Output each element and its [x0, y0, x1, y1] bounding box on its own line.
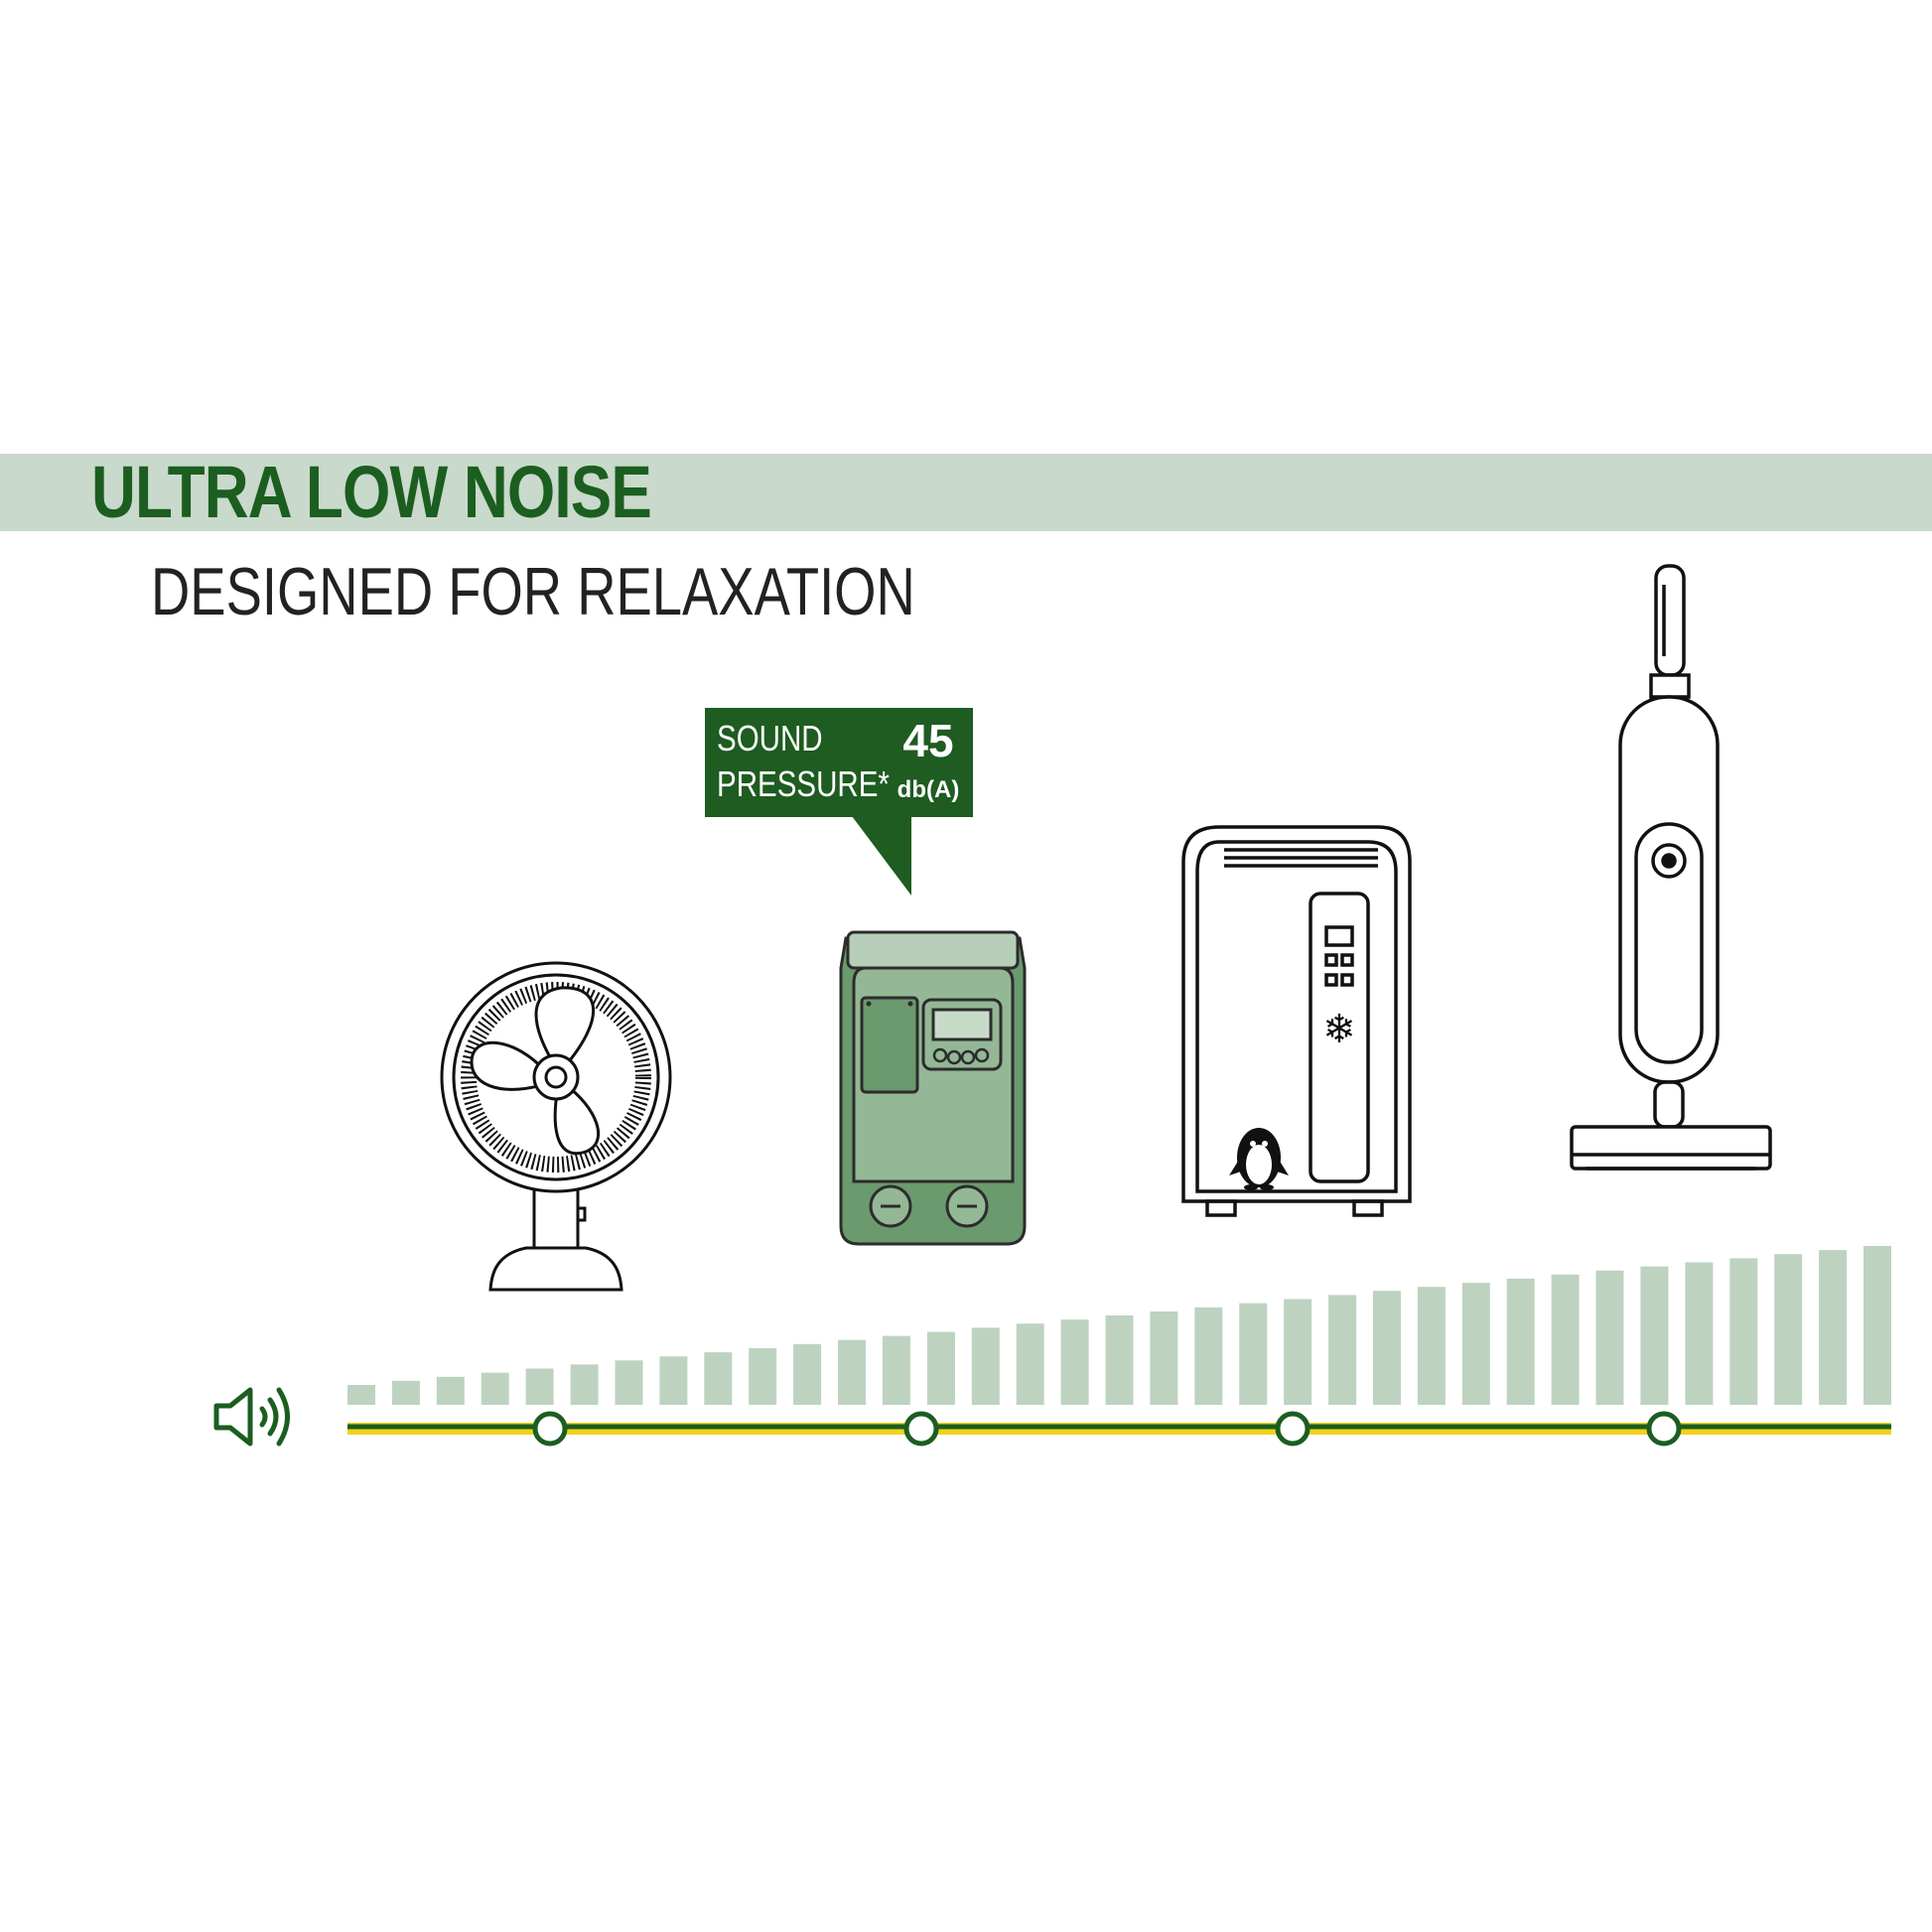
- volume-bar: [1774, 1254, 1803, 1405]
- scale-marker: [1646, 1411, 1682, 1447]
- volume-bar: [1284, 1299, 1312, 1405]
- volume-bar: [1417, 1287, 1446, 1405]
- volume-bar: [1060, 1319, 1089, 1405]
- volume-bar: [1729, 1258, 1758, 1405]
- volume-bar: [1150, 1311, 1178, 1405]
- pump-unit-icon: [839, 930, 1027, 1246]
- scale-marker: [903, 1411, 939, 1447]
- volume-bar: [1640, 1266, 1669, 1405]
- volume-bar: [481, 1372, 509, 1405]
- volume-bar: [1105, 1315, 1134, 1405]
- volume-bar: [704, 1352, 733, 1405]
- desk-fan-icon: [440, 961, 672, 1292]
- scale-marker: [532, 1411, 568, 1447]
- volume-bar: [1373, 1291, 1401, 1405]
- sound-pressure-value: 45: [902, 715, 954, 766]
- loudness-scale: [347, 1246, 1891, 1447]
- volume-bar: [882, 1335, 910, 1405]
- svg-text:❄: ❄: [1322, 1007, 1356, 1052]
- vacuum-cleaner-icon: [1570, 564, 1772, 1171]
- volume-bar: [347, 1385, 375, 1405]
- volume-bar: [1461, 1283, 1490, 1405]
- volume-bar: [971, 1327, 1000, 1405]
- volume-bar: [1194, 1307, 1223, 1405]
- volume-bar: [525, 1368, 554, 1405]
- title-band: [0, 454, 1932, 531]
- callout-pointer: [852, 816, 911, 896]
- volume-bar: [838, 1339, 866, 1405]
- volume-bar: [1685, 1262, 1714, 1405]
- volume-bar: [659, 1356, 688, 1405]
- page-title: ULTRA LOW NOISE: [91, 451, 652, 533]
- volume-bar: [1819, 1250, 1848, 1405]
- volume-bar: [570, 1364, 599, 1405]
- volume-bar: [1595, 1270, 1624, 1405]
- volume-bar: [1506, 1278, 1535, 1405]
- volume-bar: [391, 1380, 420, 1405]
- volume-bar: [615, 1360, 643, 1405]
- volume-bar: [1328, 1295, 1357, 1405]
- portable-air-conditioner-icon: ❄: [1181, 825, 1412, 1217]
- volume-bar: [749, 1347, 777, 1405]
- volume-bar: [436, 1376, 465, 1405]
- volume-bar: [926, 1331, 955, 1405]
- volume-bar: [793, 1343, 822, 1405]
- volume-bar: [1016, 1323, 1044, 1405]
- sound-pressure-unit: db(A): [897, 776, 960, 803]
- volume-bar: [1863, 1246, 1891, 1405]
- volume-bar: [1551, 1274, 1580, 1405]
- scale-marker: [1275, 1411, 1311, 1447]
- volume-bar: [1239, 1303, 1268, 1405]
- speaker-volume-icon: [213, 1387, 290, 1447]
- sound-pressure-callout: SOUND PRESSURE* 45 db(A): [705, 708, 973, 817]
- page-subtitle: DESIGNED FOR RELAXATION: [151, 554, 915, 629]
- sound-pressure-label: SOUND PRESSURE*: [717, 718, 890, 804]
